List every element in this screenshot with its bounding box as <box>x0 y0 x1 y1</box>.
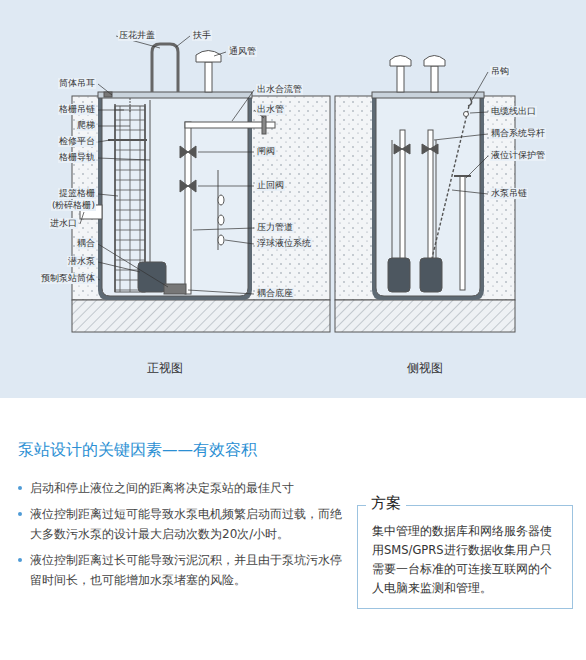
leader-line <box>98 84 112 95</box>
leader-line <box>452 190 488 194</box>
part-label: 压花井盖 <box>118 30 156 41</box>
part-label: 爬梯 <box>76 120 96 131</box>
leader-line <box>232 90 254 121</box>
part-label: 耦合底座 <box>256 288 294 299</box>
leader-line <box>98 126 130 127</box>
part-label: 提篮格栅 <box>58 188 96 199</box>
bullet-dot <box>18 486 22 490</box>
leader-line <box>98 194 118 196</box>
part-label: 预制泵站筒体 <box>40 273 96 284</box>
part-label: 水泵吊链 <box>490 188 528 199</box>
bullet-list: 启动和停止液位之间的距离将决定泵站的最佳尺寸液位控制距离过短可能导致水泵电机频繁… <box>30 478 348 596</box>
part-label: 吊钩 <box>490 66 510 77</box>
part-label: 通风管 <box>228 46 257 57</box>
leader-line <box>472 72 488 100</box>
leader-line <box>98 279 100 280</box>
leader-line <box>470 112 488 113</box>
section-title: 泵站设计的关键因素——有效容积 <box>18 440 257 461</box>
leader-line <box>198 186 254 187</box>
bullet-text: 液位控制距离过长可能导致污泥沉积，并且由于泵坑污水停留时间长，也可能增加水泵堵塞… <box>30 553 342 587</box>
part-label: (粉碎格栅) <box>51 200 96 211</box>
leader-line <box>434 134 488 140</box>
leader-line <box>176 36 190 47</box>
leader-line <box>214 52 226 56</box>
part-label: 电缆线出口 <box>490 106 537 117</box>
part-label: 耦合系统导杆 <box>490 128 546 139</box>
bullet-text: 启动和停止液位之间的距离将决定泵站的最佳尺寸 <box>30 481 294 495</box>
part-label: 闸阀 <box>256 146 276 157</box>
bullet-dot <box>18 558 22 562</box>
view-caption: 侧视图 <box>407 360 443 377</box>
part-label: 格栅吊链 <box>58 104 96 115</box>
part-label: 出水合流管 <box>256 84 303 95</box>
part-label: 出水管 <box>256 104 285 115</box>
part-label: 格栅导轨 <box>58 152 96 163</box>
bullet-item: 启动和停止液位之间的距离将决定泵站的最佳尺寸 <box>30 478 348 498</box>
view-caption: 正视图 <box>147 360 183 377</box>
part-label: 压力管道 <box>256 222 294 233</box>
bullet-item: 液位控制距离过短可能导致水泵电机频繁启动而过载，而绝大多数污水泵的设计最大启动次… <box>30 504 348 544</box>
leader-line <box>98 158 150 160</box>
box-body: 集中管理的数据库和网络服务器使用SMS/GPRS进行数据收集用户只需要一台标准的… <box>358 506 572 608</box>
bullet-item: 液位控制距离过长可能导致污泥沉积，并且由于泵坑污水停留时间长，也可能增加水泵堵塞… <box>30 550 348 590</box>
solution-box: 方案集中管理的数据库和网络服务器使用SMS/GPRS进行数据收集用户只需要一台标… <box>357 505 573 609</box>
box-heading: 方案 <box>366 494 406 513</box>
leader-line <box>225 240 254 244</box>
part-label: 止回阀 <box>256 180 285 191</box>
part-label: 进水口 <box>49 218 78 229</box>
front-view <box>72 44 330 332</box>
part-label: 潜水泵 <box>67 256 96 267</box>
bullet-text: 液位控制距离过短可能导致水泵电机频繁启动而过载，而绝大多数污水泵的设计最大启动次… <box>30 507 342 541</box>
leader-line <box>80 212 84 224</box>
leader-line <box>98 262 140 272</box>
leader-line <box>198 152 254 153</box>
part-label: 检修平台 <box>58 136 96 147</box>
part-label: 扶手 <box>192 30 212 41</box>
part-label: 筒体吊耳 <box>58 78 96 89</box>
bullet-dot <box>18 512 22 516</box>
part-label: 液位计保护管 <box>490 150 546 161</box>
leader-line <box>188 290 254 294</box>
part-label: 浮球液位系统 <box>256 238 312 249</box>
leader-line <box>98 140 110 142</box>
part-label: 耦合 <box>76 238 96 249</box>
leader-line <box>98 244 168 287</box>
leader-line <box>466 156 488 178</box>
side-view <box>335 56 515 333</box>
leader-line <box>98 110 124 111</box>
leader-line <box>193 228 254 230</box>
panel-ground <box>0 0 586 398</box>
